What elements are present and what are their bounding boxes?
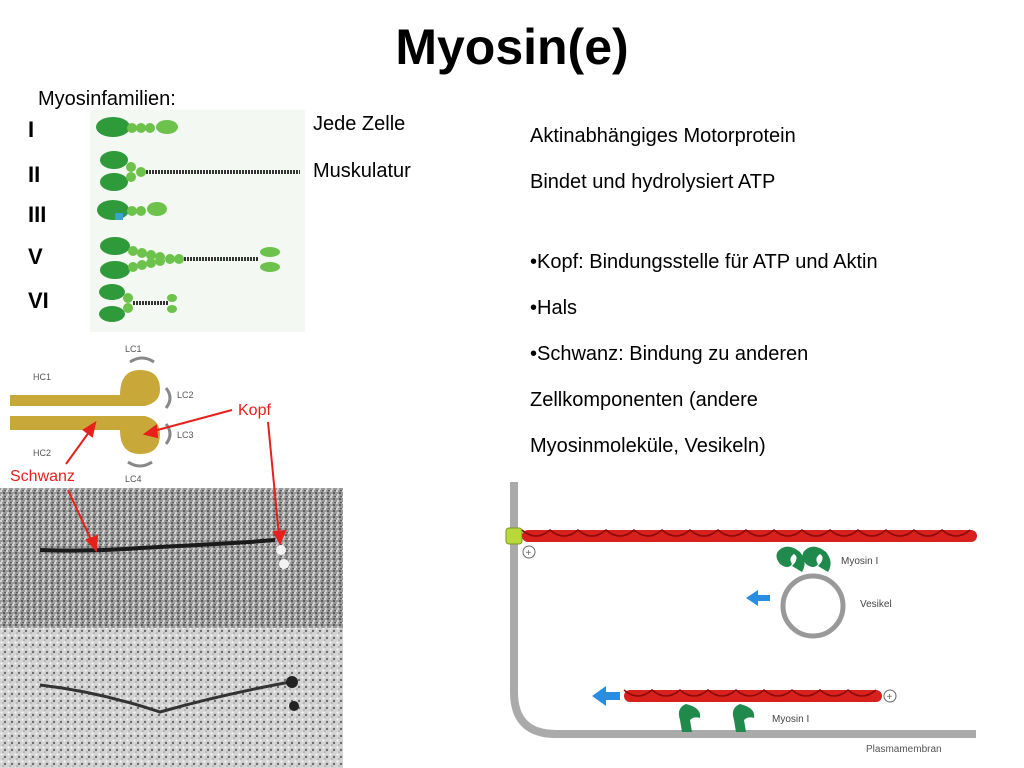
myosin-iii-molecule — [97, 200, 167, 220]
lc3-label: LC3 — [177, 430, 194, 440]
micrograph-top — [0, 488, 343, 628]
plus-end-marker-bottom: + — [883, 689, 897, 703]
plasma-membrane — [510, 482, 976, 738]
text-line-head: •Kopf: Bindungsstelle für ATP und Aktin — [530, 251, 878, 273]
myosin-ii-molecule — [100, 151, 300, 191]
myosin-i-molecule — [96, 117, 178, 137]
hc2-label: HC2 — [33, 448, 51, 458]
hc1-label: HC1 — [33, 372, 51, 382]
myosin-top-label: Myosin I — [841, 556, 878, 567]
text-line-motor-protein: Aktinabhängiges Motorprotein — [530, 125, 796, 147]
myosin-motors-vesicle — [776, 546, 831, 572]
slide-title: Myosin(e) — [395, 19, 629, 75]
lc4-label: LC4 — [125, 474, 142, 484]
family-label-3: III — [28, 202, 46, 227]
family-label-6: VI — [28, 288, 49, 313]
text-line-molecules: Myosinmoleküle, Vesikeln) — [530, 435, 766, 457]
annotation-arrows — [65, 409, 287, 553]
vesicle-label: Vesikel — [860, 599, 892, 610]
text-line-atp: Bindet und hydrolysiert ATP — [530, 171, 776, 193]
micrograph-lower-filament — [39, 680, 291, 714]
muscle-label: Muskulatur — [313, 160, 411, 182]
actin-filament-top — [505, 527, 977, 545]
actin-filament-bottom — [623, 689, 882, 702]
myosin-bottom-label: Myosin I — [772, 714, 809, 725]
myosin-motors-membrane — [678, 704, 755, 732]
lc2-label: LC2 — [177, 390, 194, 400]
head-label: Kopf — [238, 402, 271, 419]
vesicle — [780, 573, 846, 639]
families-figure-background — [90, 110, 305, 332]
text-line-tail: •Schwanz: Bindung zu anderen — [530, 343, 809, 365]
myosin-vi-molecule — [99, 284, 177, 322]
vesicle-transport-diagram: Plasmamembran + Myosin I Vesikel + Myosi… — [496, 472, 986, 762]
svg-text:+: + — [526, 548, 532, 559]
every-cell-label: Jede Zelle — [313, 113, 406, 135]
vesicle-direction-arrow — [746, 590, 770, 606]
light-chain-markers — [127, 356, 172, 468]
myosin-families-figure: I II III V VI — [28, 110, 305, 332]
family-label-5: V — [28, 244, 43, 269]
lc1-label: LC1 — [125, 344, 142, 354]
family-label-2: II — [28, 162, 40, 187]
svg-text:+: + — [887, 692, 893, 703]
text-line-components: Zellkomponenten (andere — [530, 389, 758, 411]
myosin-families-label: Myosinfamilien: — [38, 88, 176, 110]
micrograph-myosin-filament — [39, 538, 276, 553]
plasma-membrane-label: Plasmamembran — [866, 744, 942, 755]
family-label-1: I — [28, 117, 34, 142]
tail-label: Schwanz — [10, 468, 75, 485]
myosin-v-molecule — [100, 237, 280, 279]
filament-direction-arrow — [592, 686, 620, 706]
myosin-structure-diagram: HC1 HC2 LC1 LC2 LC3 LC4 Kopf Schwanz — [0, 344, 343, 768]
plus-end-marker-top: + — [522, 545, 536, 559]
heavy-chain-schematic — [10, 370, 160, 454]
micrograph-bottom — [0, 628, 343, 768]
text-line-neck: •Hals — [530, 297, 578, 319]
